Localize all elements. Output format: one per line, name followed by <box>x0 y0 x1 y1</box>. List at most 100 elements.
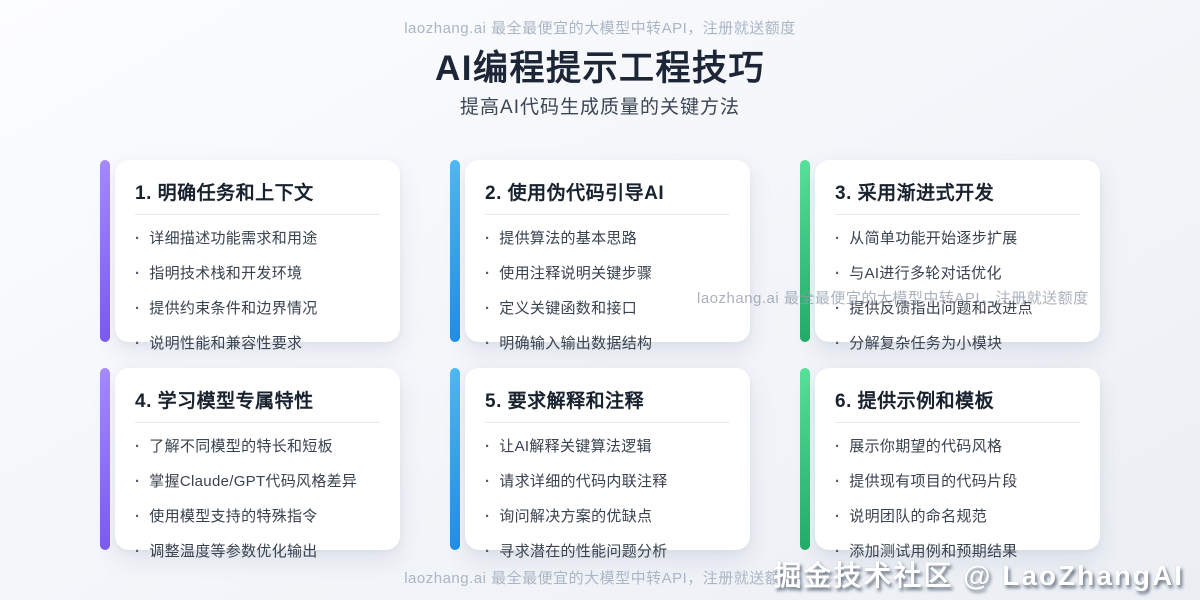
list-item: · 定义关键函数和接口 <box>485 290 730 325</box>
accent-bar-purple <box>100 160 110 342</box>
bullet-dot-icon: · <box>485 265 491 282</box>
bullet-dot-icon: · <box>835 230 841 247</box>
bullet-text: 分解复杂任务为小模块 <box>849 335 1003 352</box>
list-item: · 展示你期望的代码风格 <box>835 428 1080 463</box>
bullet-list: · 提供算法的基本思路 · 使用注释说明关键步骤 · 定义关键函数和接口 · 明确输入输… <box>485 220 730 360</box>
bullet-text: 提供算法的基本思路 <box>499 230 637 247</box>
bullet-text: 了解不同模型的特长和短板 <box>149 438 333 455</box>
bullet-text: 从简单功能开始逐步扩展 <box>849 230 1018 247</box>
accent-bar-purple <box>100 368 110 550</box>
bullet-text: 说明团队的命名规范 <box>849 508 987 525</box>
bullet-text: 询问解决方案的优缺点 <box>499 508 653 525</box>
list-item: · 使用注释说明关键步骤 <box>485 255 730 290</box>
bullet-list: · 展示你期望的代码风格 · 提供现有项目的代码片段 · 说明团队的命名规范 · 添加测… <box>835 428 1080 568</box>
list-item: · 提供现有项目的代码片段 <box>835 463 1080 498</box>
list-item: · 分解复杂任务为小模块 <box>835 325 1080 360</box>
card-divider <box>135 422 380 423</box>
bullet-dot-icon: · <box>835 543 841 560</box>
bullet-text: 明确输入输出数据结构 <box>499 335 653 352</box>
bullet-dot-icon: · <box>485 473 491 490</box>
card-divider <box>835 214 1080 215</box>
page-subtitle: 提高AI代码生成质量的关键方法 <box>460 97 740 118</box>
card-body: 4. 学习模型专属特性 ·了解不同模型的特长和短板 ·掌握Claude/GPT代… <box>115 368 400 560</box>
list-item: · 详细描述功能需求和用途 <box>135 220 380 255</box>
bullet-text: 定义关键函数和接口 <box>499 300 637 317</box>
list-item: · 让AI解释关键算法逻辑 <box>485 428 730 463</box>
card-divider <box>135 214 380 215</box>
bullet-text: 说明性能和兼容性要求 <box>149 335 303 352</box>
bullet-list: · 详细描述功能需求和用途 ·指明技术栈和开发环境 · 提供约束条件和边界情况 · 说… <box>135 220 380 360</box>
list-item: · 提供算法的基本思路 <box>485 220 730 255</box>
bullet-text: 寻求潜在的性能问题分析 <box>499 543 668 560</box>
bullet-dot-icon: · <box>485 438 491 455</box>
bullet-dot-icon: · <box>135 438 141 455</box>
card-title: 5. 要求解释和注释 <box>485 391 645 412</box>
card-title: 1. 明确任务和上下文 <box>135 183 314 204</box>
bullet-text: 提供反馈指出问题和改进点 <box>849 300 1033 317</box>
card-body: 6. 提供示例和模板 · 展示你期望的代码风格 · 提供现有项目的代码片段 · 说明团… <box>815 368 1100 560</box>
card-3: 3. 采用渐进式开发 ·从简单功能开始逐步扩展 ·与AI进行多轮对话优化 ·提供… <box>800 160 1100 352</box>
card-6: 6. 提供示例和模板 · 展示你期望的代码风格 · 提供现有项目的代码片段 · 说明团… <box>800 368 1100 560</box>
bullet-text: 与AI进行多轮对话优化 <box>849 265 1002 282</box>
accent-bar-green <box>800 368 810 550</box>
list-item: ·询问解决方案的优缺点 <box>485 498 730 533</box>
bullet-dot-icon: · <box>135 230 141 247</box>
bullet-dot-icon: · <box>135 335 141 352</box>
bullet-dot-icon: · <box>835 473 841 490</box>
bullet-text: 提供现有项目的代码片段 <box>849 473 1018 490</box>
bullet-text: 让AI解释关键算法逻辑 <box>499 438 652 455</box>
bullet-dot-icon: · <box>135 265 141 282</box>
bullet-dot-icon: · <box>485 335 491 352</box>
card-body: 2. 使用伪代码引导AI ·提供算法的基本思路 ·使用注释说明关键步骤 ·定义关… <box>465 160 750 352</box>
watermark-middle: laozhang.ai 最全最便宜的大模型中转API，注册就送额度 <box>697 290 1089 307</box>
bullet-dot-icon: · <box>135 300 141 317</box>
bullet-text: 使用模型支持的特殊指令 <box>149 508 318 525</box>
card-title: 6. 提供示例和模板 <box>835 391 995 412</box>
list-item: ·掌握Claude/GPT代码风格差异 <box>135 463 380 498</box>
card-2: 2. 使用伪代码引导AI ·提供算法的基本思路 ·使用注释说明关键步骤 ·定义关… <box>450 160 750 352</box>
list-item: · 提供约束条件和边界情况 <box>135 290 380 325</box>
bullet-text: 掌握Claude/GPT代码风格差异 <box>149 473 358 490</box>
list-item: ·指明技术栈和开发环境 <box>135 255 380 290</box>
card-divider <box>485 422 730 423</box>
card-body: 1. 明确任务和上下文 · 详细描述功能需求和用途 ·指明技术栈和开发环境 · 提供… <box>115 160 400 352</box>
list-item: · 与AI进行多轮对话优化 <box>835 255 1080 290</box>
card-divider <box>835 422 1080 423</box>
accent-bar-blue <box>450 160 460 342</box>
list-item: · 了解不同模型的特长和短板 <box>135 428 380 463</box>
accent-bar-blue <box>450 368 460 550</box>
bullet-dot-icon: · <box>485 543 491 560</box>
bullet-text: 使用注释说明关键步骤 <box>499 265 653 282</box>
list-item: · 请求详细的代码内联注释 <box>485 463 730 498</box>
bullet-dot-icon: · <box>835 265 841 282</box>
bullet-dot-icon: · <box>835 335 841 352</box>
bullet-list: ·了解不同模型的特长和短板 ·掌握Claude/GPT代码风格差异 ·使用模型支… <box>135 428 380 568</box>
bullet-text: 调整温度等参数优化输出 <box>149 543 318 560</box>
bullet-list: · 让AI解释关键算法逻辑 · 请求详细的代码内联注释 ·询问解决方案的优缺点 · 寻… <box>485 428 730 568</box>
list-item: · 明确输入输出数据结构 <box>485 325 730 360</box>
bullet-dot-icon: · <box>485 230 491 247</box>
bullet-dot-icon: · <box>835 508 841 525</box>
bullet-list: ·从简单功能开始逐步扩展 ·与AI进行多轮对话优化 ·提供反馈指出问题和改进点 … <box>835 220 1080 360</box>
card-body: 3. 采用渐进式开发 ·从简单功能开始逐步扩展 ·与AI进行多轮对话优化 ·提供… <box>815 160 1100 352</box>
cards-grid: 1. 明确任务和上下文 ·详细描述功能需求和用途 ·指明技术栈和开发环境 ·提供… <box>100 160 1100 560</box>
card-5: 5. 要求解释和注释 ·让AI解释关键算法逻辑 ·请求详细的代码内联注释 ·询问… <box>450 368 750 560</box>
list-item: · 调整温度等参数优化输出 <box>135 533 380 568</box>
list-item: · 说明性能和兼容性要求 <box>135 325 380 360</box>
list-item: · 说明团队的命名规范 <box>835 498 1080 533</box>
card-1: 1. 明确任务和上下文 · 详细描述功能需求和用途 ·指明技术栈和开发环境 · 提供… <box>100 160 400 352</box>
bullet-text: 提供约束条件和边界情况 <box>149 300 318 317</box>
bullet-text: 展示你期望的代码风格 <box>849 438 1003 455</box>
list-item: ·提供反馈指出问题和改进点 <box>835 290 1080 325</box>
list-item: · 添加测试用例和预期结果 <box>835 533 1080 568</box>
watermark-top: laozhang.ai 最全最便宜的大模型中转API，注册就送额度 <box>404 20 796 37</box>
bullet-text: 添加测试用例和预期结果 <box>849 543 1018 560</box>
bullet-dot-icon: · <box>485 300 491 317</box>
bullet-dot-icon: · <box>835 438 841 455</box>
bullet-text: 请求详细的代码内联注释 <box>499 473 668 490</box>
list-item: ·使用模型支持的特殊指令 <box>135 498 380 533</box>
card-title: 3. 采用渐进式开发 <box>835 183 995 204</box>
bullet-text: 详细描述功能需求和用途 <box>149 230 318 247</box>
bullet-dot-icon: · <box>135 543 141 560</box>
